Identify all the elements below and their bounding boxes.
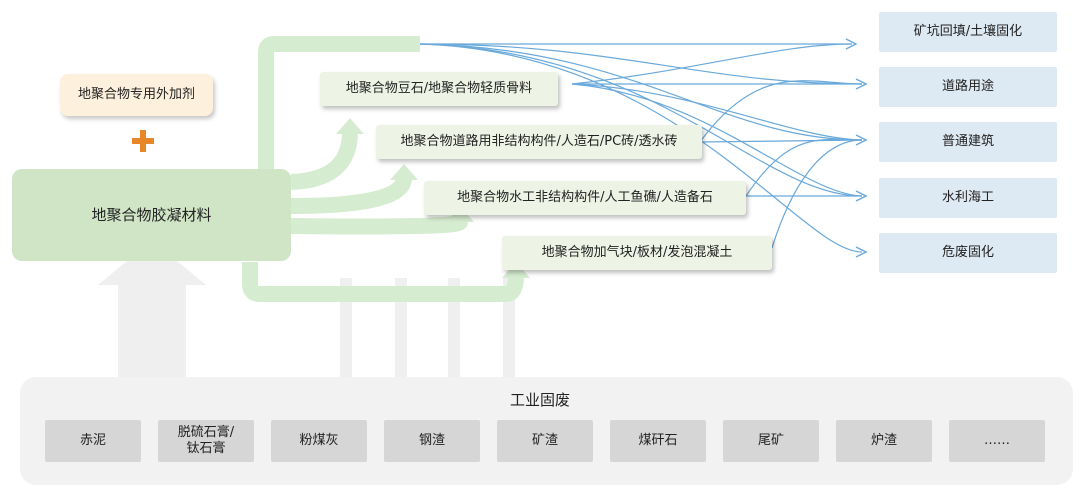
- flow-to-product-3: [290, 214, 468, 235]
- industrial-waste-title: 工业固废: [509, 391, 570, 409]
- use-box-hazardous-waste: 危废固化: [879, 233, 1057, 273]
- product-label: 地聚合物水工非结构构件/人工鱼礁/人造备石: [457, 190, 713, 205]
- use-box-building: 普通建筑: [879, 122, 1057, 162]
- waste-label: 赤泥: [79, 433, 106, 448]
- waste-label: 粉煤灰: [299, 433, 339, 448]
- waste-label: 煤矸石: [638, 433, 678, 448]
- binder-flows: [242, 36, 524, 302]
- flow-to-product-4: [242, 262, 524, 302]
- product-to-use-links: [419, 43, 863, 253]
- additive-label: 地聚合物专用外加剂: [77, 87, 195, 102]
- product-box-3: 地聚合物水工非结构构件/人工鱼礁/人造备石: [424, 181, 746, 215]
- binder-label: 地聚合物胶凝材料: [91, 206, 212, 224]
- product-label: 地聚合物豆石/地聚合物轻质骨料: [345, 81, 533, 96]
- waste-item: 矿渣: [497, 420, 593, 462]
- waste-label: 尾矿: [757, 433, 784, 448]
- waste-label: 钢渣: [418, 433, 445, 448]
- waste-to-binder-arrows: [98, 240, 515, 378]
- waste-label: 矿渣: [531, 433, 558, 448]
- use-label: 危废固化: [941, 245, 994, 260]
- use-label: 矿坑回填/土壤固化: [913, 24, 1023, 39]
- use-box-road: 道路用途: [879, 67, 1057, 107]
- waste-item: 炉渣: [836, 420, 932, 462]
- up-bar-4: [503, 278, 515, 378]
- waste-item: ……: [949, 420, 1045, 462]
- waste-item: 赤泥: [45, 420, 141, 462]
- waste-item: 尾矿: [723, 420, 819, 462]
- use-arrow-heads: [845, 38, 868, 258]
- up-bar-1: [340, 278, 352, 378]
- use-label: 普通建筑: [941, 134, 994, 149]
- additive-box: 地聚合物专用外加剂: [60, 74, 213, 116]
- plus-icon: [132, 130, 154, 152]
- up-bar-2: [395, 278, 407, 378]
- product-label: 地聚合物加气块/板材/发泡混凝土: [541, 245, 733, 260]
- up-bar-3: [448, 278, 460, 378]
- product-box-4: 地聚合物加气块/板材/发泡混凝土: [502, 236, 772, 270]
- product-label: 地聚合物道路用非结构构件/人造石/PC砖/透水砖: [400, 134, 678, 149]
- waste-label: 炉渣: [870, 433, 897, 448]
- flow-to-mine: [258, 36, 420, 170]
- flow-to-product-2: [290, 176, 412, 214]
- waste-label: ……: [984, 433, 1010, 448]
- binder-box: 地聚合物胶凝材料: [12, 169, 291, 261]
- use-label: 水利海工: [941, 190, 994, 205]
- product-box-1: 地聚合物豆石/地聚合物轻质骨料: [320, 72, 558, 106]
- waste-item: 煤矸石: [610, 420, 706, 462]
- flow-to-product-1: [290, 131, 358, 190]
- waste-item: 钢渣: [384, 420, 480, 462]
- waste-item: 粉煤灰: [271, 420, 367, 462]
- waste-label: 脱硫石膏/ 钛石膏: [177, 425, 235, 456]
- waste-item: 脱硫石膏/ 钛石膏: [158, 420, 254, 462]
- use-label: 道路用途: [941, 79, 994, 94]
- use-box-hydraulic: 水利海工: [879, 178, 1057, 218]
- use-box-mine-backfill: 矿坑回填/土壤固化: [879, 12, 1057, 52]
- big-up-arrow: [98, 240, 206, 378]
- product-box-2: 地聚合物道路用非结构构件/人造石/PC砖/透水砖: [376, 125, 702, 159]
